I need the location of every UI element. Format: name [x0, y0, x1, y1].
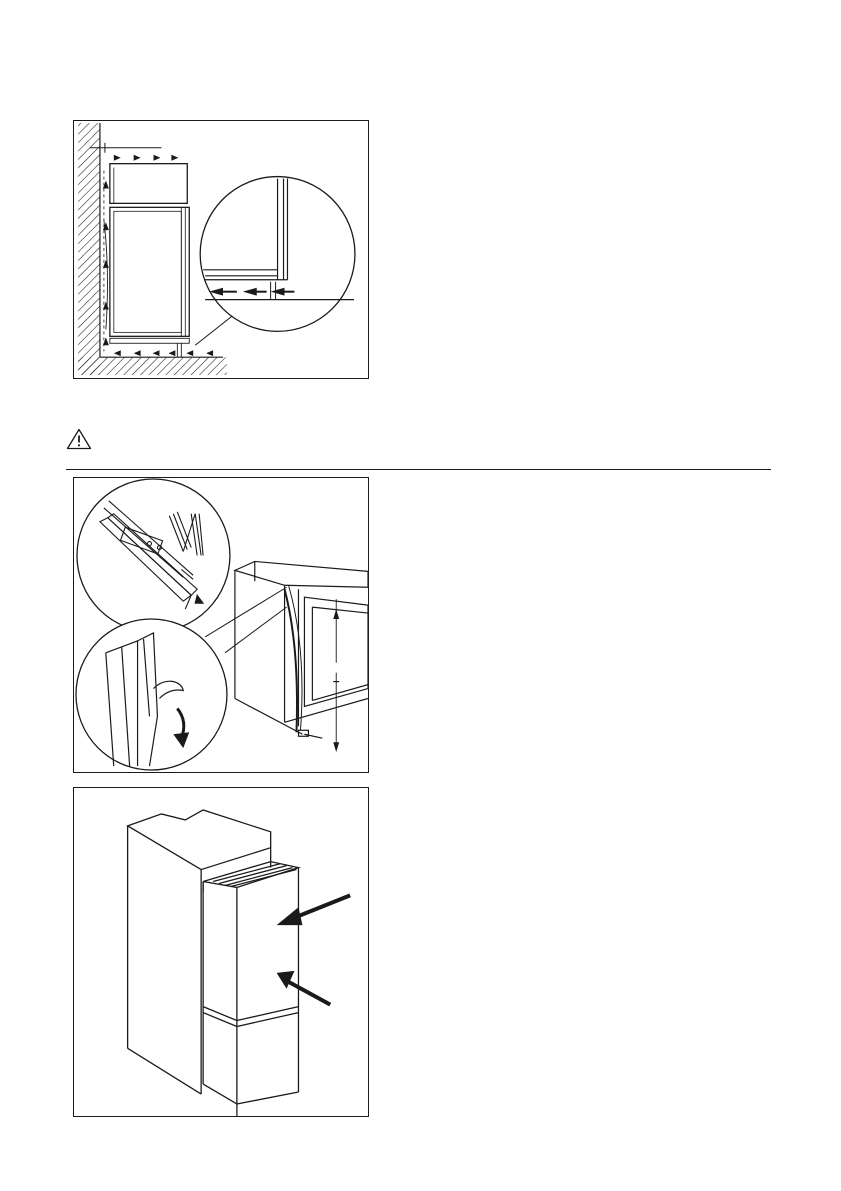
appliance-body — [110, 207, 189, 336]
top-airflow-arrows — [114, 155, 178, 161]
section-divider — [66, 469, 771, 470]
upper-cabinet — [110, 164, 187, 204]
appliance-perspective — [235, 561, 368, 752]
door-fitting-svg — [74, 788, 368, 1116]
warning-triangle-icon — [66, 428, 92, 450]
cabinet-outline — [128, 810, 271, 1094]
floor-hatch — [78, 357, 227, 375]
cutting-detail-circle — [77, 479, 230, 632]
push-arrows — [277, 895, 350, 1004]
seal-strip-installation-svg — [74, 478, 368, 772]
seal-strip-installation — [73, 477, 369, 773]
ventilation-diagram-svg — [74, 121, 368, 378]
appliance-door — [203, 862, 298, 1116]
door-fitting — [73, 787, 369, 1117]
wall-hatch — [78, 123, 100, 375]
peeling-detail-circle — [76, 619, 227, 770]
ventilation-diagram — [73, 120, 369, 379]
bottom-airflow-arrows — [114, 350, 213, 356]
